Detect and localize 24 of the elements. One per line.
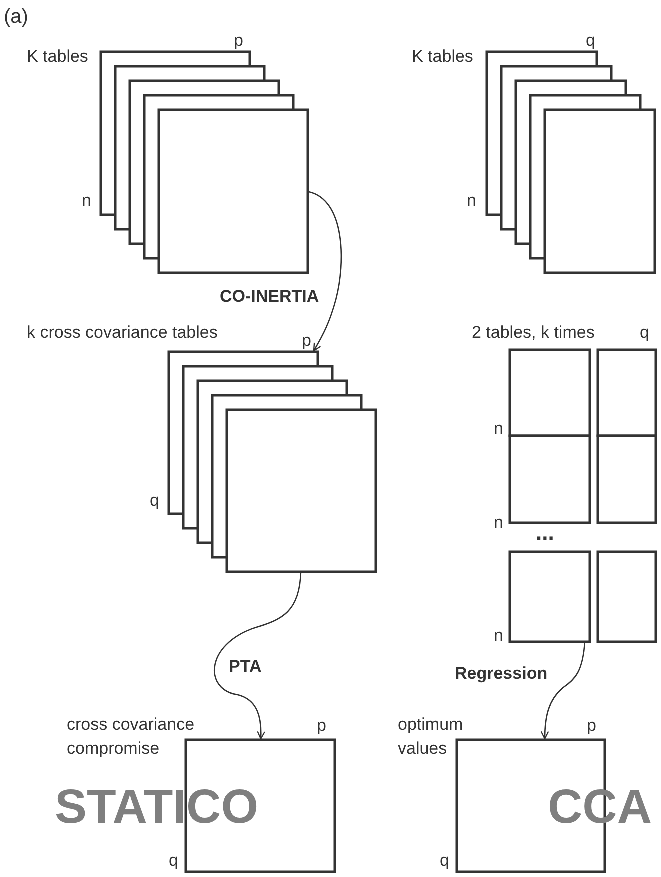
dimension-label: n xyxy=(467,190,476,212)
dimension-label: q xyxy=(586,30,596,52)
dimension-label: q xyxy=(150,490,160,512)
table-title: K tables xyxy=(27,46,88,68)
dimension-label: n xyxy=(494,625,504,647)
dimension-label: n xyxy=(82,190,92,212)
dimension-label: p xyxy=(587,715,596,737)
panel-label: (a) xyxy=(4,5,28,30)
dimension-label: p xyxy=(302,330,312,352)
table-title: 2 tables, k times xyxy=(472,322,595,344)
table-title: K tables xyxy=(412,46,474,68)
dimension-label: q xyxy=(169,850,178,872)
dimension-label: q xyxy=(440,850,450,872)
ellipsis: ... xyxy=(536,520,554,546)
dimension-label: n xyxy=(494,512,504,534)
curved-arrow xyxy=(308,191,342,352)
curved-arrow xyxy=(214,572,302,740)
table-title: cross covariance compromise xyxy=(67,714,196,760)
dimension-label: n xyxy=(494,418,504,440)
table-title: k cross covariance tables xyxy=(27,322,218,344)
curved-arrow xyxy=(540,642,586,740)
dimension-label: p xyxy=(234,30,244,52)
dimension-label: q xyxy=(640,322,650,344)
dimension-label: p xyxy=(317,715,326,737)
